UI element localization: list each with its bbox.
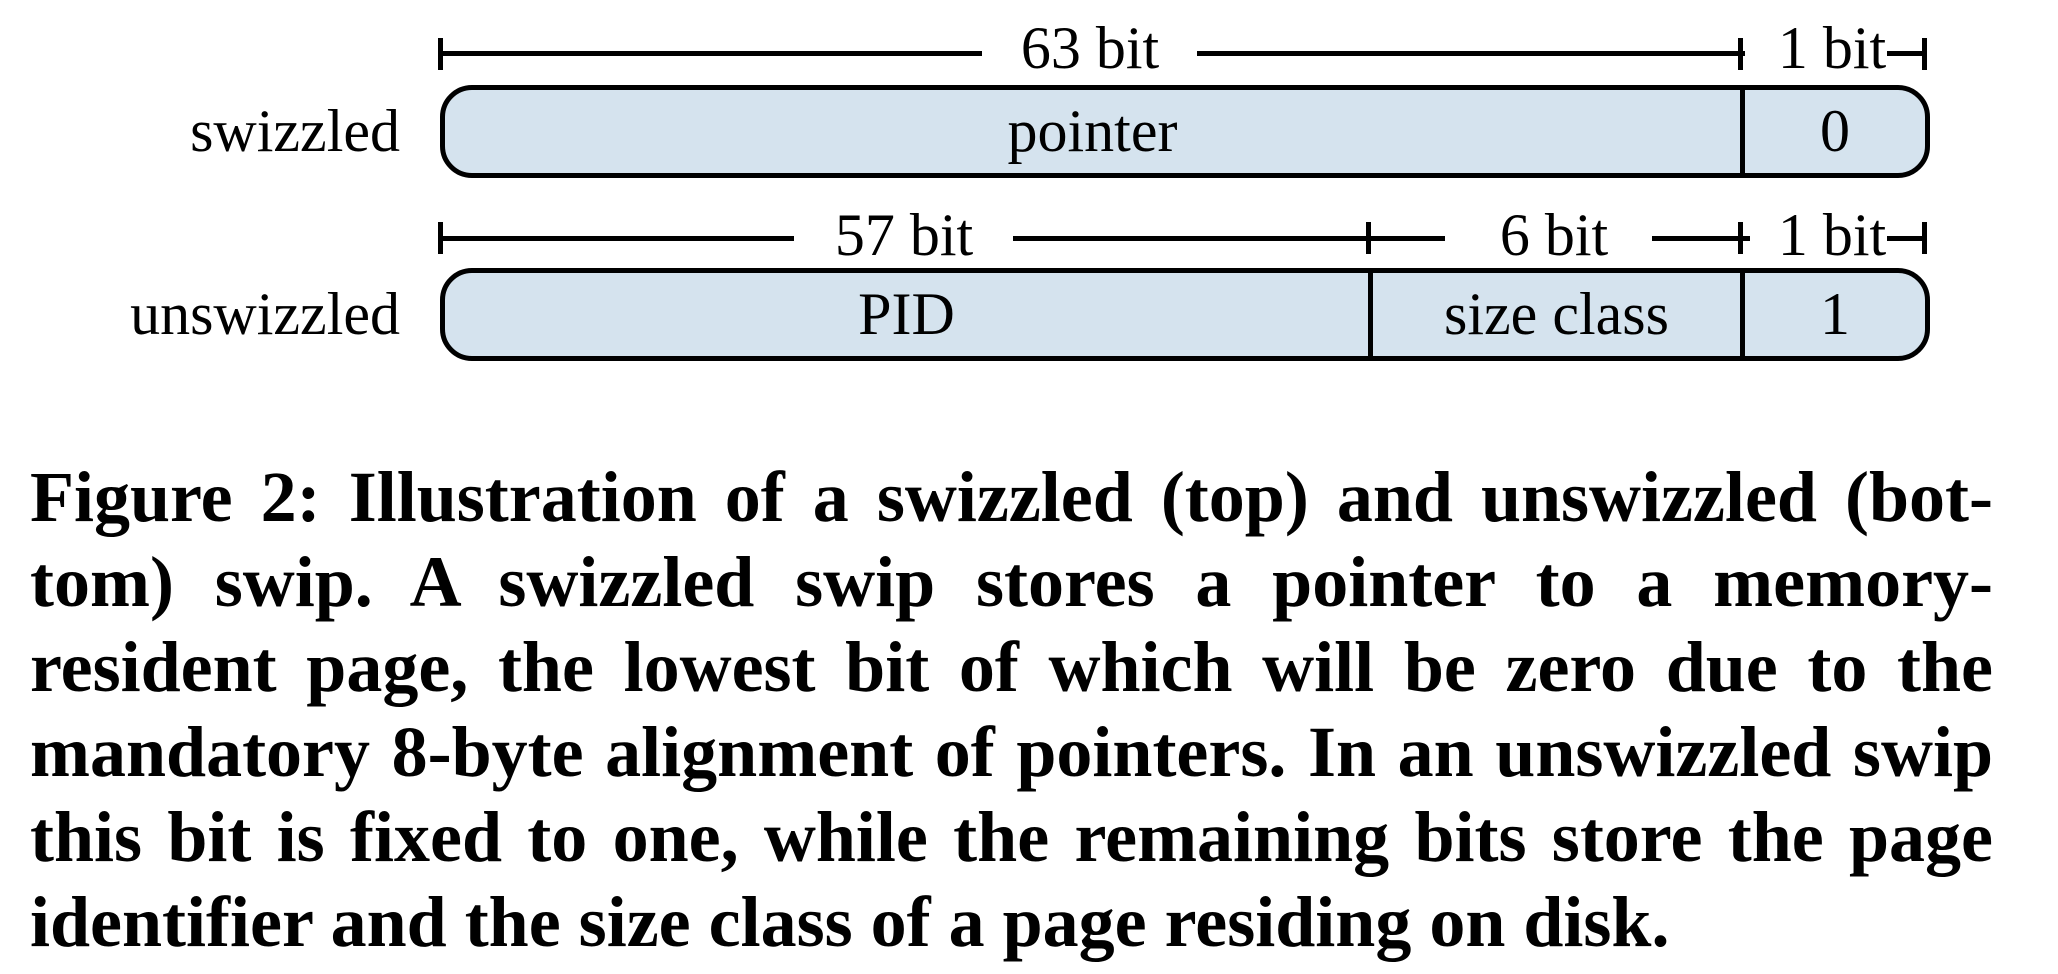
- ruler-line: [1887, 51, 1927, 56]
- bit-cell-pointer: pointer: [1007, 98, 1178, 164]
- ruler-label-63bit: 63 bit: [1020, 15, 1160, 81]
- ruler-line: [1887, 236, 1927, 241]
- caption-line: identifier and the size class of a page …: [30, 882, 1670, 962]
- caption-line: this bit is fixed to one, while the rema…: [30, 797, 1993, 877]
- ruler-line: [1013, 236, 1445, 241]
- ruler-label-1bit: 1 bit: [1777, 15, 1887, 81]
- ruler-tick-right: [1922, 222, 1927, 254]
- row-label-unswizzled: unswizzled: [130, 281, 400, 347]
- ruler-tick-mid: [1738, 38, 1743, 70]
- ruler-line: [1197, 51, 1745, 56]
- bit-cell-size-class: size class: [1368, 273, 1740, 356]
- unswizzled-bit-field-bar: PID size class 1: [440, 268, 1930, 361]
- caption-line: resident page, the lowest bit of which w…: [30, 627, 1993, 707]
- ruler-line: [440, 51, 982, 56]
- ruler-label-6bit: 6 bit: [1499, 202, 1609, 268]
- ruler-tick-mid: [1366, 222, 1371, 254]
- figure-caption: Figure 2: Illustration of a swizzled (to…: [30, 455, 1993, 965]
- bit-cell-one: 1: [1740, 273, 1925, 356]
- ruler-line: [1652, 236, 1750, 241]
- ruler-label-57bit: 57 bit: [834, 202, 974, 268]
- caption-line: mandatory 8-byte alignment of pointers. …: [30, 712, 1993, 792]
- caption-line: Figure 2: Illustration of a swizzled (to…: [30, 457, 1993, 537]
- bit-cell-zero: 0: [1740, 90, 1925, 173]
- ruler-tick-right: [1922, 38, 1927, 70]
- swizzled-bit-field-bar: pointer 0: [440, 85, 1930, 178]
- ruler-label-1bit: 1 bit: [1777, 202, 1887, 268]
- row-label-swizzled: swizzled: [190, 98, 400, 164]
- caption-line: tom) swip. A swizzled swip stores a poin…: [30, 542, 1993, 622]
- bit-cell-pid: PID: [858, 281, 955, 347]
- ruler-tick-mid: [1738, 222, 1743, 254]
- ruler-line: [440, 236, 794, 241]
